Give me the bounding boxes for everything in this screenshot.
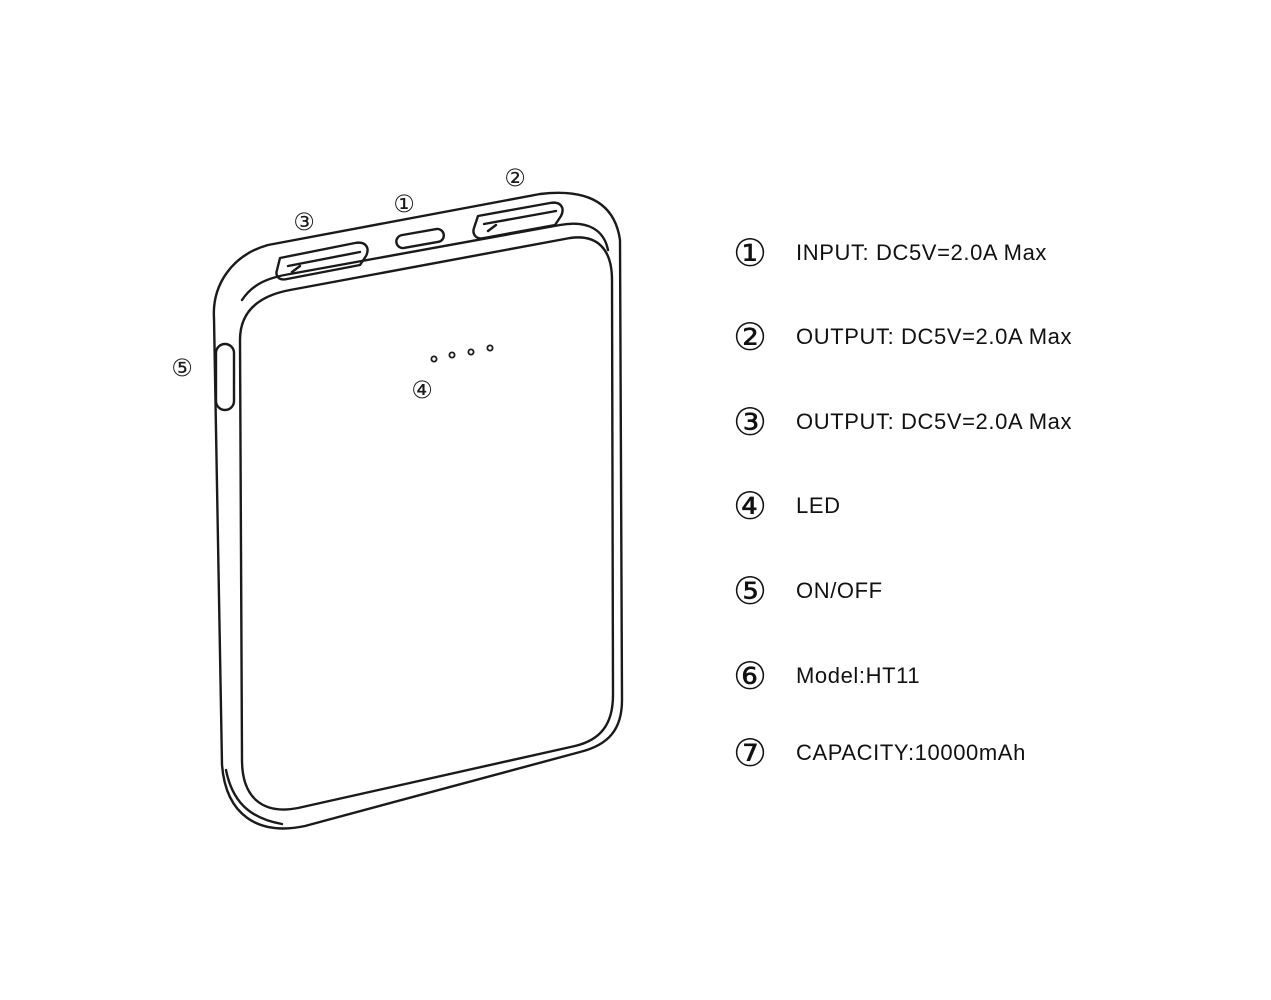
usb-c-port-input: [395, 227, 446, 250]
legend-item-output-2: ② OUTPUT: DC5V=2.0A Max: [728, 312, 1072, 362]
legend-item-output-3: ③ OUTPUT: DC5V=2.0A Max: [728, 397, 1072, 447]
legend-text: CAPACITY:10000mAh: [796, 740, 1026, 765]
legend-item-led: ④ LED: [728, 481, 841, 531]
legend-number: ①: [732, 231, 768, 275]
usb-port-output-right: [472, 201, 564, 240]
legend-item-input: ① INPUT: DC5V=2.0A Max: [728, 228, 1047, 278]
front-face: [238, 236, 615, 811]
legend-number: ③: [732, 400, 768, 444]
power-bank-body-outline: [212, 191, 624, 830]
legend-item-on-off: ⑤ ON/OFF: [728, 566, 883, 616]
top-rim-edge: [240, 222, 610, 302]
legend-item-model: ⑥ Model:HT11: [728, 651, 920, 701]
led-dot: [430, 355, 438, 363]
legend-number: ⑦: [732, 731, 768, 775]
callout-output-right: ②: [504, 164, 526, 192]
led-dot: [467, 348, 475, 356]
legend-text: ON/OFF: [796, 578, 883, 603]
power-switch: [214, 342, 236, 412]
usb-port-output-left-tongue: [286, 250, 362, 274]
legend-number: ②: [732, 315, 768, 359]
legend-text: LED: [796, 493, 841, 518]
led-dot: [486, 344, 494, 352]
callout-power-switch: ⑤: [171, 354, 193, 382]
usb-port-output-left: [275, 241, 369, 281]
callout-input: ①: [393, 190, 415, 218]
legend-item-capacity: ⑦ CAPACITY:10000mAh: [728, 728, 1026, 778]
side-edge: [224, 768, 284, 826]
usb-port-output-right-tongue: [482, 209, 558, 233]
callout-output-left: ③: [293, 208, 315, 236]
legend-number: ⑤: [732, 569, 768, 613]
legend-text: Model:HT11: [796, 663, 921, 688]
legend-number: ④: [732, 484, 768, 528]
callout-led: ④: [411, 376, 433, 404]
legend-number: ⑥: [732, 654, 768, 698]
legend-text: INPUT: DC5V=2.0A Max: [796, 240, 1048, 265]
legend-text: OUTPUT: DC5V=2.0A Max: [796, 409, 1073, 434]
legend-text: OUTPUT: DC5V=2.0A Max: [796, 324, 1073, 349]
led-dot: [448, 351, 456, 359]
